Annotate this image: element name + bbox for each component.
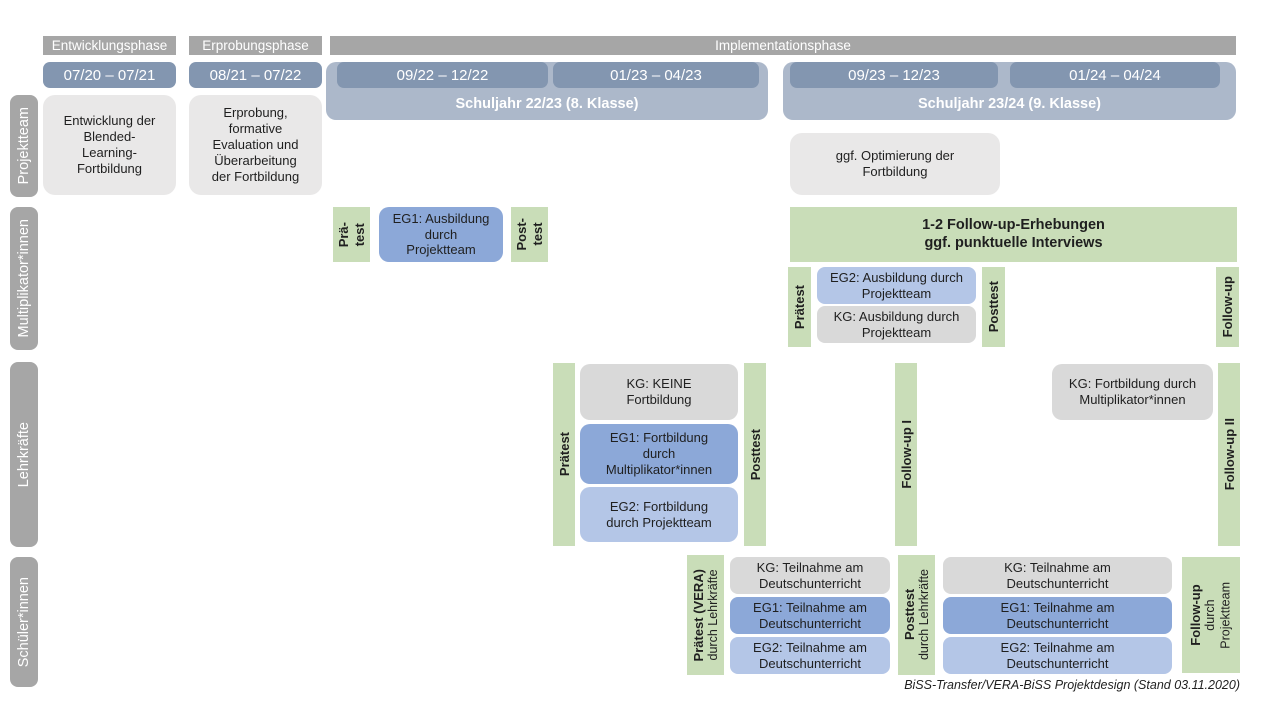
row-label-multiplikatorinnen: Multiplikator*innen [10,207,38,350]
row-label-projektteam: Projektteam [10,95,38,197]
row-label-schuelerinnen: Schüler*innen [10,557,38,687]
lehrkraefte-followup-1-label: Follow-up I [898,420,914,489]
phase-bar-entwicklungsphase: Entwicklungsphase [43,36,176,55]
lehrkraefte-followup-2-label: Follow-up II [1221,418,1237,491]
multiplikator-followup-label: Follow-up [1220,276,1235,338]
schueler-posttest-box: Posttest durch Lehrkräfte [898,555,935,675]
row-label-lehrkraefte-text: Lehrkräfte [16,421,32,488]
schueler-followup-sublabel: durch Projektteam [1203,581,1233,649]
schueler-followup-box: Follow-up durch Projektteam [1182,557,1240,673]
multiplikator-posttest-2-box: Posttest [982,267,1005,347]
box-eg2-teilnahme-deutsch-2: EG2: Teilnahme am Deutschunterricht [943,637,1172,674]
box-kg-teilnahme-deutsch-2: KG: Teilnahme am Deutschunterricht [943,557,1172,594]
phase-bar-implementationsphase: Implementationsphase [330,36,1236,55]
box-eg1-teilnahme-deutsch-2: EG1: Teilnahme am Deutschunterricht [943,597,1172,634]
row-label-multiplikatorinnen-text: Multiplikator*innen [16,219,32,338]
lehrkraefte-praetest-label: Prätest [556,432,572,477]
box-eg2-fortbildung-projektteam: EG2: Fortbildung durch Projektteam [580,487,738,542]
lehrkraefte-followup-1-box: Follow-up I [895,363,917,546]
box-kg-ausbildung-projektteam: KG: Ausbildung durch Projektteam [817,306,976,343]
box-eg1-fortbildung-multiplikatoren: EG1: Fortbildung durch Multiplikator*inn… [580,424,738,484]
date-bar-0821-0722: 08/21 – 07/22 [189,62,322,88]
schueler-praetest-vera-label: Prätest (VERA) [691,568,706,662]
box-entwicklung-fortbildung: Entwicklung der Blended- Learning- Fortb… [43,95,176,195]
multiplikator-praetest-2-box: Prätest [788,267,811,347]
schueler-followup-label: Follow-up [1188,584,1204,646]
lehrkraefte-posttest-box: Posttest [744,363,766,546]
box-eg2-teilnahme-deutsch-1: EG2: Teilnahme am Deutschunterricht [730,637,890,674]
schueler-praetest-vera-box: Prätest (VERA) durch Lehrkräfte [687,555,724,675]
school-year-label-23-24: Schuljahr 23/24 (9. Klasse) [918,96,1101,112]
school-year-label-22-23: Schuljahr 22/23 (8. Klasse) [455,96,639,112]
date-bar-0123-0423: 01/23 – 04/23 [553,62,759,88]
box-kg-keine-fortbildung: KG: KEINE Fortbildung [580,364,738,420]
box-eg2-ausbildung-projektteam: EG2: Ausbildung durch Projektteam [817,267,976,304]
schueler-followup-text: Follow-up durch Projektteam [1188,582,1234,649]
date-bar-0923-1223: 09/23 – 12/23 [790,62,998,88]
box-eg1-ausbildung-projektteam: EG1: Ausbildung durch Projektteam [379,207,503,262]
multiplikator-posttest-2-label: Posttest [986,281,1001,333]
multiplikator-praetest-2-label: Prätest [792,284,807,330]
row-label-lehrkraefte: Lehrkräfte [10,362,38,547]
multiplikator-followup-box: Follow-up [1216,267,1239,347]
followup-erhebungen-bar: 1-2 Follow-up-Erhebungen ggf. punktuelle… [790,207,1237,262]
date-bar-0922-1222: 09/22 – 12/22 [337,62,548,88]
schueler-posttest-sublabel: durch Lehrkräfte [917,569,931,661]
box-eg1-teilnahme-deutsch-1: EG1: Teilnahme am Deutschunterricht [730,597,890,634]
box-kg-teilnahme-deutsch-1: KG: Teilnahme am Deutschunterricht [730,557,890,594]
schueler-posttest-text: Posttest durch Lehrkräfte [902,569,931,660]
date-bar-0720-0721: 07/20 – 07/21 [43,62,176,88]
row-label-schuelerinnen-text: Schüler*innen [16,576,32,668]
box-kg-fortbildung-multiplikatoren: KG: Fortbildung durch Multiplikator*inne… [1052,364,1213,420]
multiplikator-praetest-1-label: Prä- test [335,221,367,248]
schueler-praetest-vera-sublabel: durch Lehrkräfte [706,569,720,661]
lehrkraefte-followup-2-box: Follow-up II [1218,363,1240,546]
schueler-praetest-vera-text: Prätest (VERA) durch Lehrkräfte [691,569,720,661]
schueler-posttest-label: Posttest [902,589,917,641]
multiplikator-posttest-1-label: Post- test [513,218,545,251]
box-optimierung-fortbildung: ggf. Optimierung der Fortbildung [790,133,1000,195]
phase-bar-erprobungsphase: Erprobungsphase [189,36,322,55]
multiplikator-posttest-1-box: Post- test [511,207,548,262]
box-erprobung-evaluation: Erprobung, formative Evaluation und Über… [189,95,322,195]
multiplikator-praetest-1-box: Prä- test [333,207,370,262]
footer-caption: BiSS-Transfer/VERA-BiSS Projektdesign (S… [904,678,1240,692]
lehrkraefte-posttest-label: Posttest [747,428,763,481]
date-bar-0124-0424: 01/24 – 04/24 [1010,62,1220,88]
row-label-projektteam-text: Projektteam [16,107,32,185]
lehrkraefte-praetest-box: Prätest [553,363,575,546]
